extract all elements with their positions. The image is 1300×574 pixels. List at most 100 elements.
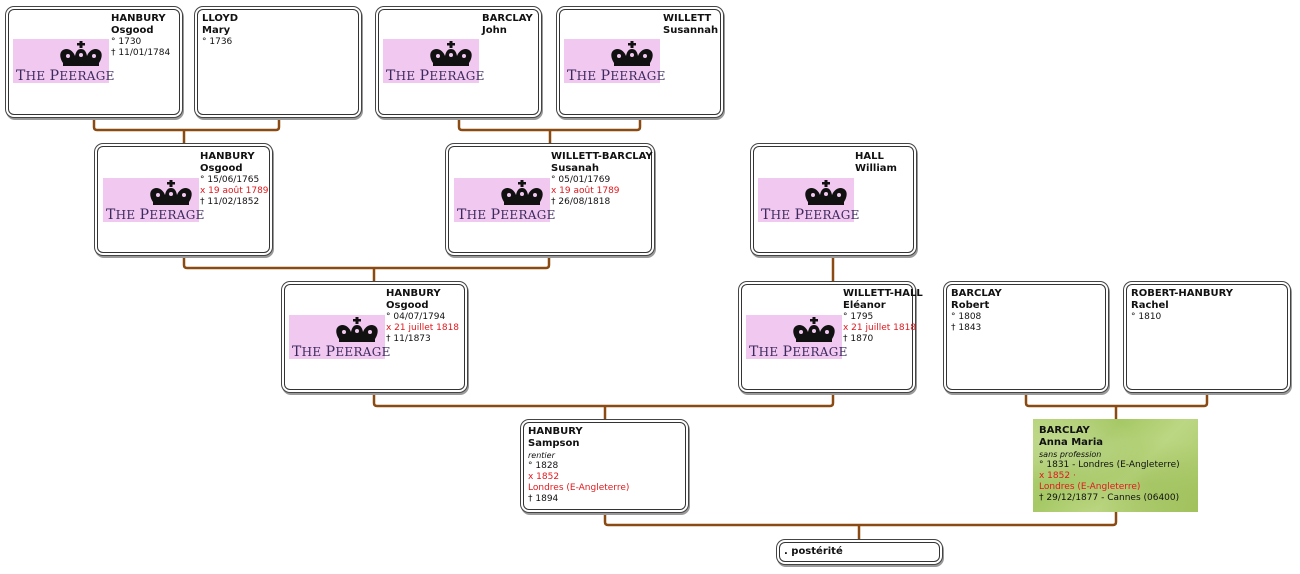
crown-icon xyxy=(501,180,543,205)
person-card-willett-hall-eleanor[interactable]: THE PEERAGE WILLETT-HALL Eléanor ° 1795 … xyxy=(741,284,923,390)
given-name: Mary xyxy=(202,25,231,36)
peerage-logo[interactable]: THE PEERAGE xyxy=(383,39,484,84)
person-info: HANBURY Osgood ° 15/06/1765 x 19 août 17… xyxy=(200,151,269,208)
marriage-place: Londres (E-Angleterre) xyxy=(528,483,630,493)
death: † 11/01/1784 xyxy=(111,48,171,58)
birth: ° 1808 xyxy=(951,312,982,322)
person-card-hanbury-sampson[interactable]: HANBURY Sampson rentier ° 1828 x 1852 Lo… xyxy=(523,422,686,510)
marriage: x 1852 · xyxy=(1039,471,1076,481)
surname[interactable]: WILLETT-HALL xyxy=(843,288,923,299)
marriage: x 19 août 1789 xyxy=(200,186,269,196)
peerage-logo[interactable]: THE PEERAGE xyxy=(758,178,859,223)
posterity-box[interactable]: . postérité xyxy=(779,542,940,562)
person-card-willett-susannah[interactable]: THE PEERAGE WILLETT Susannah xyxy=(559,9,721,115)
person-info: WILLETT-HALL Eléanor ° 1795 x 21 juillet… xyxy=(843,288,923,345)
person-card-barclay-robert[interactable]: BARCLAY Robert ° 1808 † 1843 xyxy=(946,284,1106,390)
peerage-logo[interactable]: THE PEERAGE xyxy=(454,178,555,223)
birth: ° 04/07/1794 xyxy=(386,312,446,322)
death: † 1843 xyxy=(951,323,982,333)
death: † 26/08/1818 xyxy=(551,197,611,207)
birth: ° 1831 - Londres (E-Angleterre) xyxy=(1039,460,1180,470)
peerage-logo-text: THE PEERAGE xyxy=(749,344,848,360)
peerage-logo[interactable]: THE PEERAGE xyxy=(564,39,665,84)
surname[interactable]: HANBURY xyxy=(111,13,166,24)
peerage-logo-text: THE PEERAGE xyxy=(386,68,485,84)
given-name: Osgood xyxy=(111,25,154,36)
given-name: John xyxy=(482,25,507,36)
crown-icon xyxy=(430,41,472,66)
person-card-robert-hanbury-rachel[interactable]: ROBERT-HANBURY Rachel ° 1810 xyxy=(1126,284,1288,390)
person-card-barclay-anna-maria-root[interactable]: BARCLAY Anna Maria sans profession ° 183… xyxy=(1033,419,1198,512)
person-card-willett-barclay-susanah[interactable]: THE PEERAGE WILLETT-BARCLAY Susanah ° 05… xyxy=(448,146,653,253)
person-card-hanbury-osgood-1765[interactable]: THE PEERAGE HANBURY Osgood ° 15/06/1765 … xyxy=(97,146,270,253)
surname[interactable]: WILLETT xyxy=(663,13,712,24)
person-info: HANBURY Osgood ° 1730 † 11/01/1784 xyxy=(111,13,170,59)
surname[interactable]: BARCLAY xyxy=(482,13,533,24)
surname[interactable]: LLOYD xyxy=(202,13,239,24)
person-card-lloyd-mary[interactable]: LLOYD Mary ° 1736 xyxy=(197,9,359,115)
connector-a-b xyxy=(92,117,281,132)
death: † 11/02/1852 xyxy=(200,197,260,207)
given-name: Robert xyxy=(951,300,990,311)
person-info: HANBURY Osgood ° 04/07/1794 x 21 juillet… xyxy=(386,288,459,345)
person-info: BARCLAY Robert ° 1808 † 1843 xyxy=(951,288,1002,334)
connector-h-i xyxy=(372,392,835,408)
peerage-logo[interactable]: THE PEERAGE xyxy=(746,315,847,360)
peerage-logo[interactable]: THE PEERAGE xyxy=(289,315,390,360)
person-info: BARCLAY Anna Maria sans profession ° 183… xyxy=(1039,425,1180,504)
surname[interactable]: WILLETT-BARCLAY xyxy=(551,151,653,162)
death: † 1870 xyxy=(843,334,874,344)
birth: ° 1730 xyxy=(111,37,142,47)
crown-icon xyxy=(150,180,192,205)
peerage-logo[interactable]: THE PEERAGE xyxy=(103,178,204,223)
person-card-hanbury-osgood-1794[interactable]: THE PEERAGE HANBURY Osgood ° 04/07/1794 … xyxy=(284,284,465,390)
person-card-barclay-john[interactable]: THE PEERAGE BARCLAY John xyxy=(378,9,539,115)
given-name: Anna Maria xyxy=(1039,437,1104,448)
given-name: Rachel xyxy=(1131,300,1169,311)
peerage-logo-text: THE PEERAGE xyxy=(567,68,666,84)
person-info: HALL William xyxy=(855,151,897,175)
peerage-logo-text: THE PEERAGE xyxy=(761,207,860,223)
connector-j-k xyxy=(1024,392,1209,408)
peerage-logo-text: THE PEERAGE xyxy=(457,207,556,223)
connector-c-d xyxy=(457,117,642,132)
given-name: Susannah xyxy=(663,25,719,36)
surname[interactable]: HALL xyxy=(855,151,884,162)
surname[interactable]: BARCLAY xyxy=(1039,425,1090,436)
peerage-logo-text: THE PEERAGE xyxy=(16,68,115,84)
death: † 29/12/1877 - Cannes (06400) xyxy=(1039,493,1180,503)
marriage-place: Londres (E-Angleterre) xyxy=(1039,482,1141,492)
marriage: x 21 juillet 1818 xyxy=(843,323,917,333)
death: † 11/1873 xyxy=(386,334,431,344)
crown-icon xyxy=(793,317,835,342)
given-name: Sampson xyxy=(528,438,580,449)
peerage-logo[interactable]: THE PEERAGE xyxy=(13,39,114,84)
given-name: Susanah xyxy=(551,163,600,174)
connector-e-f xyxy=(182,255,551,270)
person-card-hall-william[interactable]: THE PEERAGE HALL William xyxy=(753,146,914,253)
birth: ° 1736 xyxy=(202,37,233,47)
surname[interactable]: BARCLAY xyxy=(951,288,1002,299)
occupation: rentier xyxy=(528,451,555,460)
surname[interactable]: HANBURY xyxy=(200,151,255,162)
birth: ° 15/06/1765 xyxy=(200,175,260,185)
person-info: HANBURY Sampson rentier ° 1828 x 1852 Lo… xyxy=(528,426,629,505)
surname[interactable]: HANBURY xyxy=(386,288,441,299)
marriage: x 21 juillet 1818 xyxy=(386,323,460,333)
occupation: sans profession xyxy=(1039,450,1102,459)
crown-icon xyxy=(805,180,847,205)
person-info: BARCLAY John xyxy=(482,13,533,37)
death: † 1894 xyxy=(528,494,559,504)
birth: ° 1810 xyxy=(1131,312,1162,322)
crown-icon xyxy=(60,41,102,66)
marriage: x 19 août 1789 xyxy=(551,186,620,196)
person-info: ROBERT-HANBURY Rachel ° 1810 xyxy=(1131,288,1233,323)
birth: ° 05/01/1769 xyxy=(551,175,611,185)
surname[interactable]: HANBURY xyxy=(528,426,583,437)
person-card-hanbury-osgood-1730[interactable]: THE PEERAGE HANBURY Osgood ° 1730 † 11/0… xyxy=(8,9,180,115)
given-name: Eléanor xyxy=(843,300,886,311)
posterity-link[interactable]: . postérité xyxy=(784,546,843,557)
connector-l-m xyxy=(603,512,1118,527)
surname[interactable]: ROBERT-HANBURY xyxy=(1131,288,1234,299)
